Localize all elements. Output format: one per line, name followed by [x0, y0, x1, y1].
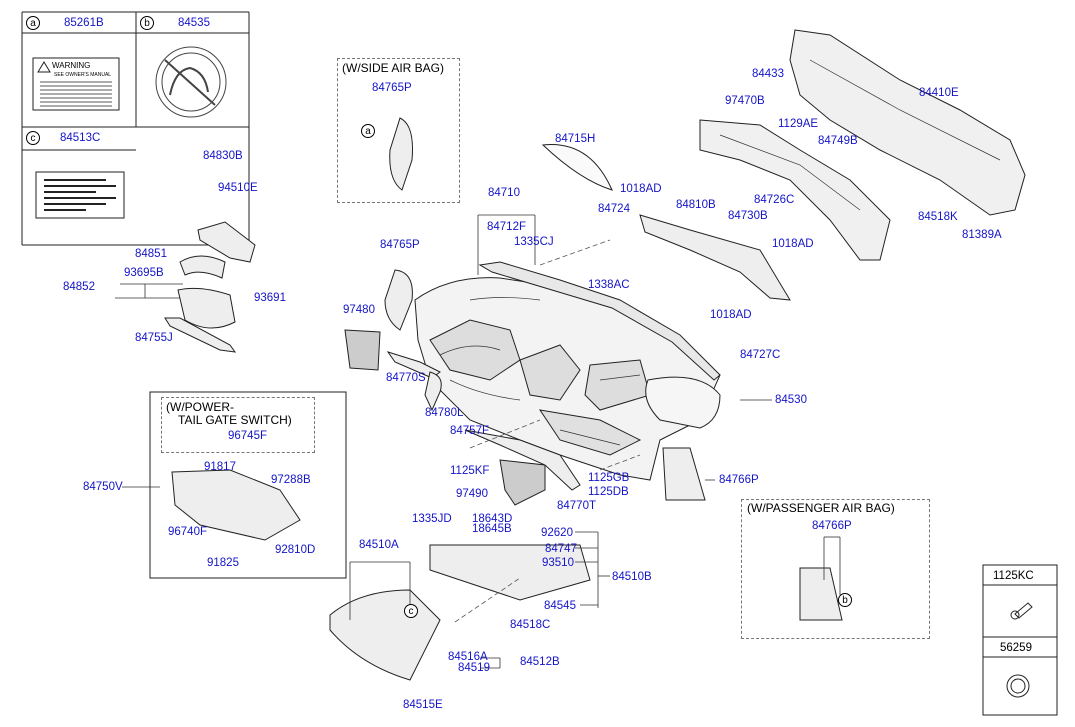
side-airbag-option-title: (W/SIDE AIR BAG) [342, 61, 445, 75]
part-label[interactable]: 92810D [275, 544, 316, 556]
legend-c-code: 84513C [60, 132, 101, 144]
part-label[interactable]: 1018AD [710, 309, 752, 321]
part-label[interactable]: 96740F [168, 526, 208, 538]
legend-b-code: 84535 [178, 17, 210, 29]
passenger-airbag-option-title: (W/PASSENGER AIR BAG) [747, 501, 895, 515]
power-tailgate-option-title-1: (W/POWER- [166, 400, 234, 414]
part-label[interactable]: 84545 [544, 600, 576, 612]
part-label[interactable]: 84519 [458, 662, 490, 674]
part-label[interactable]: 84810B [676, 199, 716, 211]
part-label[interactable]: 84516A [448, 651, 488, 663]
part-label[interactable]: 84765P [372, 82, 412, 94]
part-label[interactable]: 1018AD [620, 183, 662, 195]
legend-a-marker: a [26, 16, 40, 30]
callout-b-marker: b [838, 593, 852, 607]
part-label[interactable]: 84724 [598, 203, 630, 215]
part-label[interactable]: 84852 [63, 281, 95, 293]
power-tailgate-option-title-2: TAIL GATE SWITCH) [178, 413, 292, 427]
legend-b-marker: b [140, 16, 154, 30]
part-label[interactable]: 1338AC [588, 279, 630, 291]
part-label[interactable]: 84830B [203, 150, 243, 162]
part-label[interactable]: 91817 [204, 461, 236, 473]
part-label[interactable]: 84410E [919, 87, 959, 99]
part-label[interactable]: 97288B [271, 474, 311, 486]
part-label[interactable]: 18643D [472, 513, 513, 525]
part-label[interactable]: 84770T [557, 500, 597, 512]
part-label[interactable]: 84766P [719, 474, 759, 486]
part-label[interactable]: 84712F [487, 221, 527, 233]
part-label[interactable]: 94510E [218, 182, 258, 194]
legend-c-marker: c [26, 131, 40, 145]
power-tailgate-option-box [161, 397, 315, 453]
part-label[interactable]: 84433 [752, 68, 784, 80]
part-label[interactable]: 93695B [124, 267, 164, 279]
part-label[interactable]: 1125GB [588, 472, 630, 484]
part-label[interactable]: 92620 [541, 527, 573, 539]
part-label[interactable]: 1018AD [772, 238, 814, 250]
callout-a-marker: a [361, 124, 375, 138]
part-label[interactable]: 84730B [728, 210, 768, 222]
warning-label-title: WARNING [52, 61, 91, 70]
part-label[interactable]: 93691 [254, 292, 286, 304]
passenger-airbag-option-box [741, 499, 930, 639]
legend-a-code: 85261B [64, 17, 104, 29]
part-label[interactable]: 84510A [359, 539, 399, 551]
part-label[interactable]: 1125DB [588, 486, 629, 498]
part-label[interactable]: 84765P [380, 239, 420, 251]
part-label[interactable]: 1129AE [778, 118, 819, 130]
part-label[interactable]: 84727C [740, 349, 781, 361]
part-label[interactable]: 84749B [818, 135, 858, 147]
part-label[interactable]: 1335CJ [514, 236, 554, 248]
part-label[interactable]: 84757F [450, 425, 490, 437]
part-label[interactable]: 84518C [510, 619, 551, 631]
part-label[interactable]: 84726C [754, 194, 795, 206]
warning-label-subtitle: SEE OWNER'S MANUAL [54, 72, 112, 78]
part-label[interactable]: 84530 [775, 394, 807, 406]
part-label[interactable]: 1335JD [412, 513, 452, 525]
part-label[interactable]: 1125KF [450, 465, 490, 477]
part-label[interactable]: 84750V [83, 481, 123, 493]
part-label[interactable]: 81389A [962, 229, 1002, 241]
part-label[interactable]: 84747 [545, 543, 577, 555]
screw-box-code: 1125KC [993, 570, 1034, 582]
part-label[interactable]: 84770S [386, 372, 426, 384]
part-label[interactable]: 18645B [472, 523, 512, 535]
part-label[interactable]: 84766P [812, 520, 852, 532]
part-label[interactable]: 84851 [135, 248, 167, 260]
part-label[interactable]: 84515E [403, 699, 443, 711]
part-label[interactable]: 84710 [488, 187, 520, 199]
part-label[interactable]: 84780L [425, 407, 464, 419]
part-label[interactable]: 97470B [725, 95, 765, 107]
part-label[interactable]: 93510 [542, 557, 574, 569]
part-label[interactable]: 84510B [612, 571, 652, 583]
part-label[interactable]: 84755J [135, 332, 173, 344]
part-label[interactable]: 97490 [456, 488, 488, 500]
part-label[interactable]: 84512B [520, 656, 560, 668]
part-label[interactable]: 84518K [918, 211, 958, 223]
side-airbag-option-box [337, 58, 460, 203]
clip-box-code: 56259 [1000, 642, 1032, 654]
part-label[interactable]: 91825 [207, 557, 239, 569]
part-label[interactable]: 97480 [343, 304, 375, 316]
part-label[interactable]: 84715H [555, 133, 596, 145]
callout-c-marker: c [404, 604, 418, 618]
part-label[interactable]: 96745F [228, 430, 268, 442]
